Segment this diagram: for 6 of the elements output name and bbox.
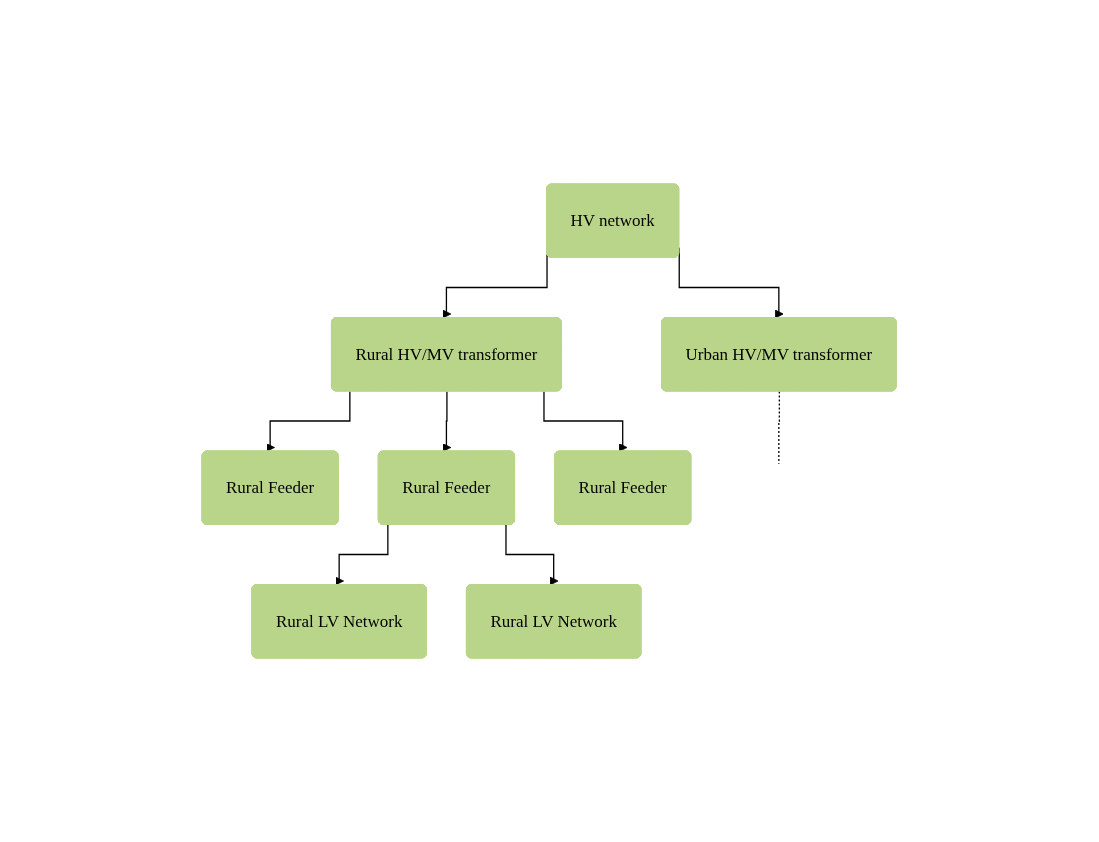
- arrow: [266, 390, 351, 452]
- connector: [778, 390, 781, 465]
- arrow: [543, 390, 628, 452]
- arrow: [442, 390, 452, 452]
- arrow: [505, 524, 559, 586]
- arrow: [335, 524, 389, 586]
